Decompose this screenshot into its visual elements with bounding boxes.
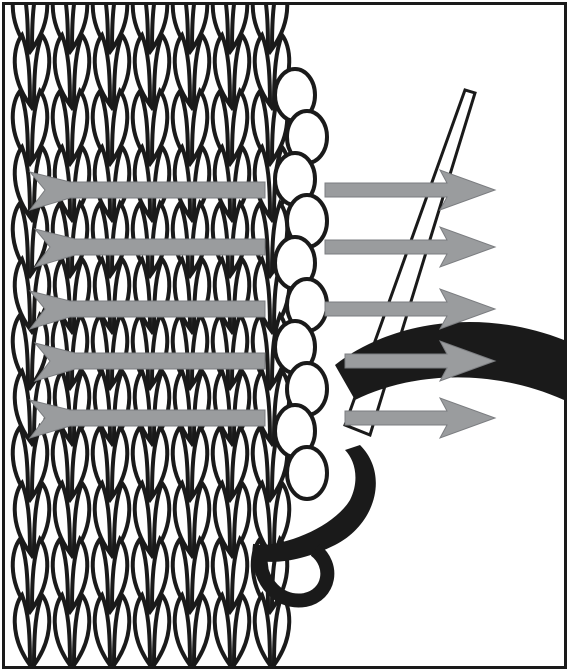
edge-stitch-loop	[287, 447, 327, 499]
knitting-diagram	[5, 5, 564, 666]
